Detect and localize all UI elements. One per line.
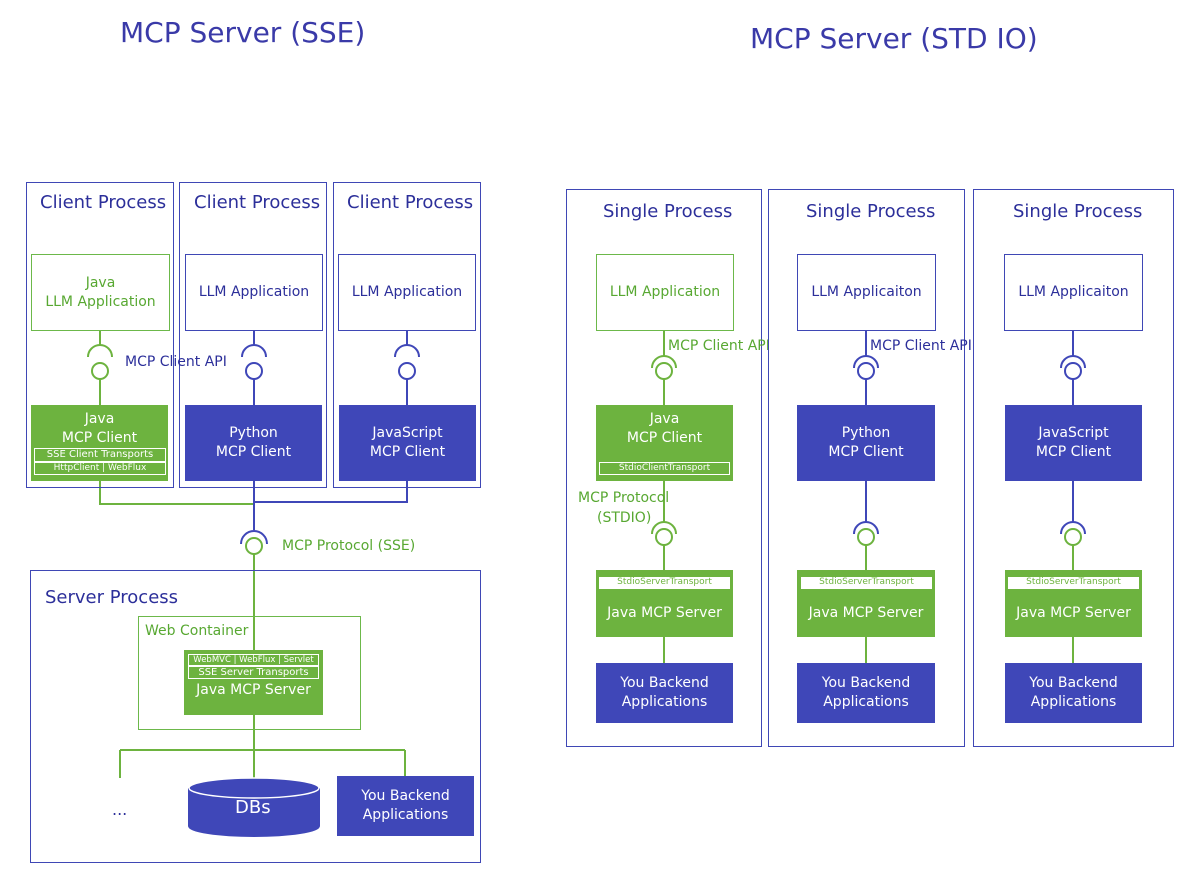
backend-applications-2: You Backend Applications — [797, 663, 935, 723]
ellipsis-label: ... — [112, 800, 128, 819]
mcp-protocol-sse-label: MCP Protocol (SSE) — [282, 538, 416, 554]
python-mcp-client: Python MCP Client — [185, 405, 322, 481]
backend-applications-3: You Backend Applications — [1005, 663, 1142, 723]
sse-title: MCP Server (SSE) — [120, 16, 366, 49]
mcp-protocol-label: MCP Protocol — [578, 490, 670, 506]
client-line-1: Python — [841, 425, 891, 441]
single-process-label: Single Process — [806, 201, 936, 222]
stdio-server-transport-tag: StdioServerTransport — [599, 577, 730, 589]
web-container-label: Web Container — [145, 623, 249, 639]
llm-application-javascript: LLM Applicaiton — [1004, 254, 1143, 331]
java-llm-application: Java LLM Application — [31, 254, 170, 331]
app-label: LLM Applicaiton — [1018, 284, 1129, 300]
backend-applications-sse: You Backend Applications — [337, 776, 474, 836]
client-line-1: Java — [649, 411, 680, 427]
client-process-javascript — [333, 182, 481, 488]
python-mcp-client-stdio: Python MCP Client — [797, 405, 935, 481]
javascript-mcp-client-stdio: JavaScript MCP Client — [1005, 405, 1142, 481]
web-container — [138, 616, 361, 730]
client-line-2: MCP Client — [626, 430, 703, 446]
client-line-1: JavaScript — [1038, 425, 1109, 441]
client-line-2: MCP Client — [215, 444, 292, 460]
java-mcp-client: Java MCP Client — [31, 405, 168, 481]
mcp-protocol-sublabel: (STDIO) — [597, 510, 652, 526]
app-line-1: Java — [85, 274, 116, 291]
javascript-mcp-client: JavaScript MCP Client — [339, 405, 476, 481]
backend-line-1: You Backend — [821, 675, 911, 691]
client-process-java — [26, 182, 174, 488]
javascript-llm-application: LLM Application — [338, 254, 476, 331]
server-name: Java MCP Server — [196, 682, 311, 698]
backend-line-1: You Backend — [1029, 675, 1118, 691]
server-name: Java MCP Server — [808, 605, 924, 621]
backend-line-2: Applications — [362, 807, 449, 823]
client-process-label: Client Process — [40, 192, 167, 213]
stdio-client-transport-tag: StdioClientTransport — [599, 462, 730, 475]
client-line-2: MCP Client — [61, 430, 138, 446]
backend-line-1: You Backend — [620, 675, 709, 691]
backend-line-2: Applications — [621, 694, 708, 710]
java-mcp-server-sse: Java MCP Server — [184, 650, 323, 715]
client-process-label: Client Process — [194, 192, 321, 213]
java-mcp-client-stdio: Java MCP Client — [596, 405, 733, 481]
backend-line-2: Applications — [823, 694, 909, 710]
app-line-1: LLM Application — [198, 284, 310, 300]
client-line-1: JavaScript — [372, 425, 443, 441]
client-line-2: MCP Client — [1035, 444, 1112, 460]
backend-line-1: You Backend — [361, 788, 450, 804]
client-line-1: Python — [229, 425, 278, 441]
client-line-2: MCP Client — [369, 444, 446, 460]
backend-line-2: Applications — [1030, 694, 1117, 710]
server-process — [30, 570, 481, 863]
app-line-2: LLM Application — [45, 293, 156, 310]
sse-server-transports-tag: SSE Server Transports — [188, 666, 319, 679]
mcp-client-api-label: MCP Client API — [125, 354, 227, 370]
app-line-1: LLM Application — [351, 284, 463, 300]
backend-applications-1: You Backend Applications — [596, 663, 733, 723]
server-process-label: Server Process — [45, 587, 179, 608]
client-line-2: MCP Client — [828, 444, 904, 460]
server-name: Java MCP Server — [607, 605, 722, 621]
single-process-label: Single Process — [603, 201, 733, 222]
single-process-java — [566, 189, 762, 747]
mcp-client-api-label: MCP Client API — [668, 338, 770, 354]
stdio-server-transport-tag: StdioServerTransport — [801, 577, 932, 589]
httpclient-webflux-tag: HttpClient | WebFlux — [34, 462, 166, 475]
llm-application-java: LLM Application — [596, 254, 734, 331]
webmvc-webflux-servlet-tag: WebMVC | WebFlux | Servlet — [188, 654, 319, 666]
llm-application-python: LLM Applicaiton — [797, 254, 936, 331]
database-icon — [188, 777, 320, 837]
python-llm-application: LLM Application — [185, 254, 323, 331]
stdio-title: MCP Server (STD IO) — [750, 22, 1038, 55]
server-name: Java MCP Server — [1016, 605, 1131, 621]
client-process-python — [179, 182, 327, 488]
sse-client-transports-tag: SSE Client Transports — [34, 448, 166, 462]
mcp-client-api-label: MCP Client API — [870, 338, 972, 354]
single-process-python — [768, 189, 965, 747]
client-line-1: Java — [84, 411, 115, 427]
dbs-label: DBs — [235, 797, 271, 818]
single-process-label: Single Process — [1013, 201, 1143, 222]
client-process-label: Client Process — [347, 192, 474, 213]
app-label: LLM Applicaiton — [811, 284, 922, 300]
app-label: LLM Application — [609, 284, 721, 300]
single-process-javascript — [973, 189, 1174, 747]
stdio-server-transport-tag: StdioServerTransport — [1008, 577, 1139, 589]
